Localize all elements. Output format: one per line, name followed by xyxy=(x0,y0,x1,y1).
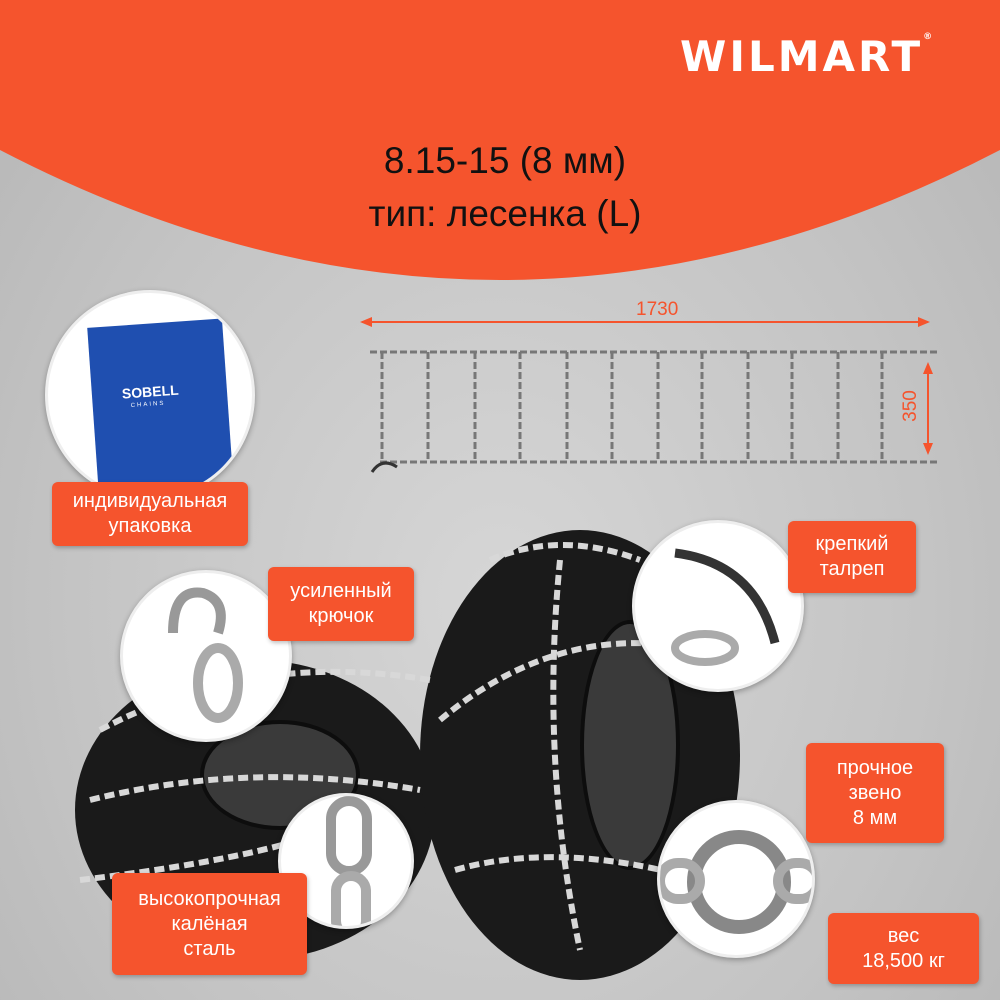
label-text: сталь xyxy=(183,937,236,960)
product-size: 8.15-15 (8 мм) xyxy=(383,140,627,181)
header-banner xyxy=(0,0,1000,280)
product-type: тип: лесенка (L) xyxy=(368,193,642,234)
bag-image: SOBELL CHAINS xyxy=(87,318,234,497)
label-text: высокопрочная xyxy=(138,887,281,910)
label-text: упаковка xyxy=(108,515,192,537)
label-text: 18,500 кг xyxy=(862,949,945,972)
ring-link-photo xyxy=(657,800,815,958)
label-packaging: индивидуальная упаковка xyxy=(52,482,248,546)
bag-brand: SOBELL xyxy=(121,381,180,402)
label-text: калёная xyxy=(171,912,248,935)
label-text: прочное xyxy=(836,756,914,779)
length-arrow xyxy=(360,317,933,455)
label-text: крючок xyxy=(308,605,374,627)
label-text: вес xyxy=(887,924,920,947)
label-text: звено xyxy=(848,781,902,804)
label-text: усиленный xyxy=(290,580,392,602)
length-dimension: 1730 xyxy=(636,299,679,320)
label-turnbuckle: крепкий талреп xyxy=(788,521,916,593)
bag-sub: CHAINS xyxy=(130,400,166,410)
turnbuckle-photo xyxy=(632,520,804,692)
label-text: крепкий xyxy=(815,533,889,555)
label-text: талреп xyxy=(819,558,885,580)
hook-photo xyxy=(120,570,292,742)
packaging-photo: SOBELL CHAINS xyxy=(45,290,255,500)
brand-logo: WILMART® xyxy=(680,32,933,81)
label-text: 8 мм xyxy=(852,806,898,829)
label-hook: усиленный крючок xyxy=(268,567,414,641)
label-text: индивидуальная xyxy=(72,490,228,512)
